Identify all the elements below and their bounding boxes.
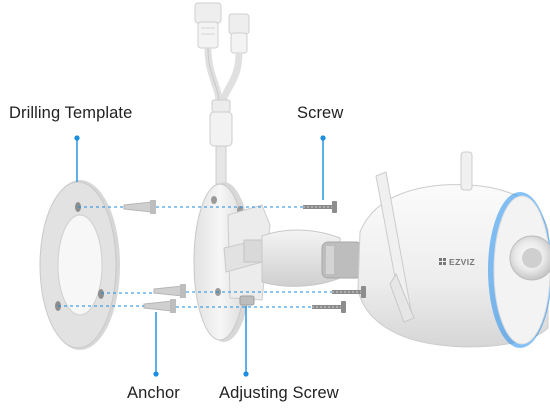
adjusting-screw bbox=[239, 295, 255, 306]
alignment-guides bbox=[58, 206, 332, 308]
leader-dot-drilling-template bbox=[74, 135, 80, 141]
ezviz-logo-icon: EZVIZ bbox=[439, 257, 475, 267]
label-anchor: Anchor bbox=[127, 384, 180, 402]
leader-lines bbox=[76, 138, 324, 374]
leader-dot-adjusting-screw bbox=[243, 371, 249, 377]
leader-dot-screw bbox=[320, 135, 326, 141]
screw-bottom bbox=[312, 301, 346, 313]
screw-middle bbox=[332, 286, 366, 298]
anchor-bottom bbox=[143, 299, 176, 313]
anchor-top bbox=[123, 200, 156, 214]
antenna-left bbox=[375, 171, 415, 323]
label-adjusting-screw: Adjusting Screw bbox=[219, 384, 339, 402]
label-screw: Screw bbox=[297, 104, 344, 122]
screw-top bbox=[303, 201, 337, 213]
anchor-middle bbox=[153, 284, 186, 298]
adjusting-arm bbox=[261, 229, 363, 287]
leader-dot-anchor bbox=[153, 371, 159, 377]
antenna-rear bbox=[460, 151, 473, 191]
label-drilling-template: Drilling Template bbox=[9, 104, 133, 122]
camera-body bbox=[357, 184, 550, 348]
brand-text: EZVIZ bbox=[449, 257, 475, 267]
power-network-cable bbox=[194, 2, 250, 185]
drilling-template bbox=[39, 180, 120, 350]
leader-dots bbox=[74, 135, 326, 377]
mounting-base bbox=[193, 182, 271, 342]
